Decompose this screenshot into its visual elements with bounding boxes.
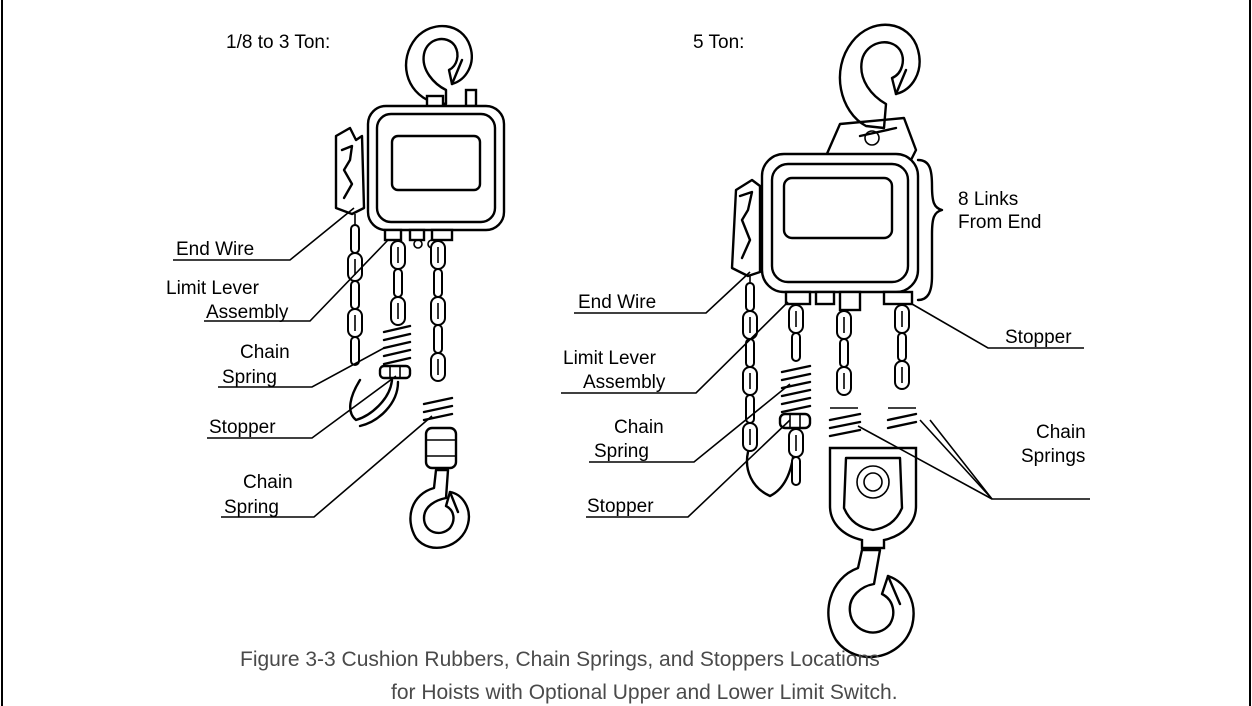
left-heading: 1/8 to 3 Ton: (226, 32, 330, 53)
label-end-wire-right: End Wire (578, 292, 656, 313)
label-stopper-right: Stopper (1005, 327, 1072, 348)
label-chain-spring-right-2: Spring (594, 441, 649, 462)
label-chain-spring-right-1: Chain (614, 417, 664, 438)
label-8-links-1: 8 Links (958, 189, 1018, 210)
right-hoist-drawing (730, 23, 944, 659)
figure-caption-line1: Figure 3-3 Cushion Rubbers, Chain Spring… (240, 648, 880, 671)
label-8-links-2: From End (958, 212, 1041, 233)
label-limit-lever-left-1: Limit Lever (166, 278, 260, 299)
left-hoist-drawing (334, 24, 506, 549)
label-chain-springs-2: Springs (1021, 446, 1085, 467)
label-chain-spring-left-lower-2: Spring (224, 497, 279, 518)
label-chain-springs-1: Chain (1036, 422, 1086, 443)
label-stopper-left: Stopper (209, 417, 276, 438)
label-chain-spring-left-2: Spring (222, 367, 277, 388)
leader-lines (173, 207, 1090, 518)
label-limit-lever-right-2: Assembly (583, 372, 666, 393)
label-end-wire-left: End Wire (176, 239, 254, 260)
label-chain-spring-left-lower-1: Chain (243, 472, 293, 493)
right-heading: 5 Ton: (693, 32, 744, 53)
label-chain-spring-left-1: Chain (240, 342, 290, 363)
label-limit-lever-left-2: Assembly (206, 302, 289, 323)
figure-caption-line2: for Hoists with Optional Upper and Lower… (391, 681, 898, 704)
label-limit-lever-right-1: Limit Lever (563, 348, 657, 369)
label-stopper-right-lower: Stopper (587, 496, 654, 517)
